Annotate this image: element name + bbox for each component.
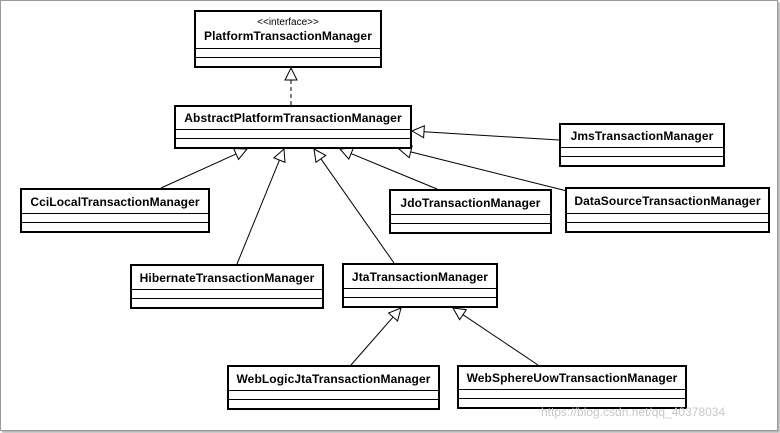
attributes-compartment <box>344 289 496 298</box>
class-name: WebSphereUowTransactionManager <box>466 371 678 385</box>
stereotype-label: <<interface>> <box>257 17 319 28</box>
generalization-arrow-jdo-to-abstract <box>338 147 438 190</box>
attributes-compartment <box>176 130 410 139</box>
class-hibernate-transaction-manager: HibernateTransactionManager <box>130 264 324 309</box>
hollow-triangle-arrowhead <box>313 148 327 164</box>
operations-compartment <box>561 157 723 165</box>
operations-compartment <box>176 139 410 147</box>
realization-arrow-abstract-to-platform <box>284 66 298 105</box>
relation-line <box>350 316 394 366</box>
attributes-compartment <box>391 215 550 224</box>
relation-line <box>410 151 568 192</box>
hollow-triangle-arrowhead <box>452 307 468 321</box>
operations-compartment <box>196 58 380 66</box>
class-datasource-transaction-manager: DataSourceTransactionManager <box>565 187 770 233</box>
class-jms-transaction-manager: JmsTransactionManager <box>559 123 725 167</box>
class-name: HibernateTransactionManager <box>139 270 315 285</box>
operations-compartment <box>344 298 496 306</box>
class-header: AbstractPlatformTransactionManager <box>176 107 410 130</box>
class-header: JtaTransactionManager <box>344 265 496 289</box>
class-jdo-transaction-manager: JdoTransactionManager <box>389 189 552 234</box>
class-name: DataSourceTransactionManager <box>574 194 761 208</box>
generalization-arrow-weblogic-to-jta <box>350 307 402 366</box>
hollow-triangle-arrowhead <box>284 66 298 81</box>
generalization-arrow-websphere-to-jta <box>452 307 539 366</box>
generalization-arrow-datasource-to-abstract <box>397 145 568 192</box>
attributes-compartment <box>459 390 685 399</box>
generalization-arrow-hibernate-to-abstract <box>236 147 286 265</box>
class-name: AbstractPlatformTransactionManager <box>184 111 402 125</box>
hollow-triangle-arrowhead <box>272 147 286 164</box>
class-name: JmsTransactionManager <box>570 129 714 143</box>
class-weblogic-jta-transaction-manager: WebLogicJtaTransactionManager <box>227 365 440 410</box>
class-websphere-uow-transaction-manager: WebSphereUowTransactionManager <box>457 365 687 409</box>
relation-line <box>320 158 395 264</box>
relation-line <box>462 314 539 366</box>
class-header: CciLocalTransactionManager <box>22 190 208 214</box>
hollow-triangle-arrowhead <box>410 124 425 139</box>
class-header: JdoTransactionManager <box>391 191 550 215</box>
class-name: JtaTransactionManager <box>351 269 489 284</box>
class-header: WebLogicJtaTransactionManager <box>229 367 438 391</box>
attributes-compartment <box>567 214 768 223</box>
attributes-compartment <box>229 391 438 400</box>
class-abstract-platform-transaction-manager: AbstractPlatformTransactionManager <box>174 105 412 149</box>
operations-compartment <box>229 400 438 408</box>
class-name: JdoTransactionManager <box>400 195 541 210</box>
operations-compartment <box>391 224 550 232</box>
attributes-compartment <box>196 49 380 58</box>
class-name: CciLocalTransactionManager <box>30 194 200 209</box>
hollow-triangle-arrowhead <box>387 307 402 322</box>
generalization-arrow-jms-to-abstract <box>410 124 560 141</box>
attributes-compartment <box>22 214 208 223</box>
class-header: JmsTransactionManager <box>561 125 723 148</box>
relation-line <box>423 131 560 141</box>
class-header: WebSphereUowTransactionManager <box>459 367 685 390</box>
attributes-compartment <box>561 148 723 157</box>
class-header: HibernateTransactionManager <box>132 266 322 290</box>
generalization-arrow-jta-to-abstract <box>313 148 395 264</box>
generalization-arrow-cci-to-abstract <box>160 147 249 189</box>
operations-compartment <box>132 299 322 307</box>
relation-line <box>350 153 438 190</box>
relation-line <box>160 153 237 189</box>
operations-compartment <box>22 223 208 231</box>
class-jta-transaction-manager: JtaTransactionManager <box>342 263 498 308</box>
operations-compartment <box>567 223 768 231</box>
class-platform-transaction-manager: <<interface>> PlatformTransactionManager <box>194 10 382 68</box>
class-header: <<interface>> PlatformTransactionManager <box>196 12 380 49</box>
class-header: DataSourceTransactionManager <box>567 189 768 214</box>
watermark-text: https://blog.csdn.net/qq_40378034 <box>541 405 726 419</box>
class-name: PlatformTransactionManager <box>204 29 372 43</box>
hollow-triangle-arrowhead <box>338 147 355 161</box>
hollow-triangle-arrowhead <box>232 147 249 161</box>
relation-line <box>236 159 280 265</box>
class-cci-local-transaction-manager: CciLocalTransactionManager <box>20 188 210 233</box>
class-name: WebLogicJtaTransactionManager <box>236 371 431 386</box>
attributes-compartment <box>132 290 322 299</box>
